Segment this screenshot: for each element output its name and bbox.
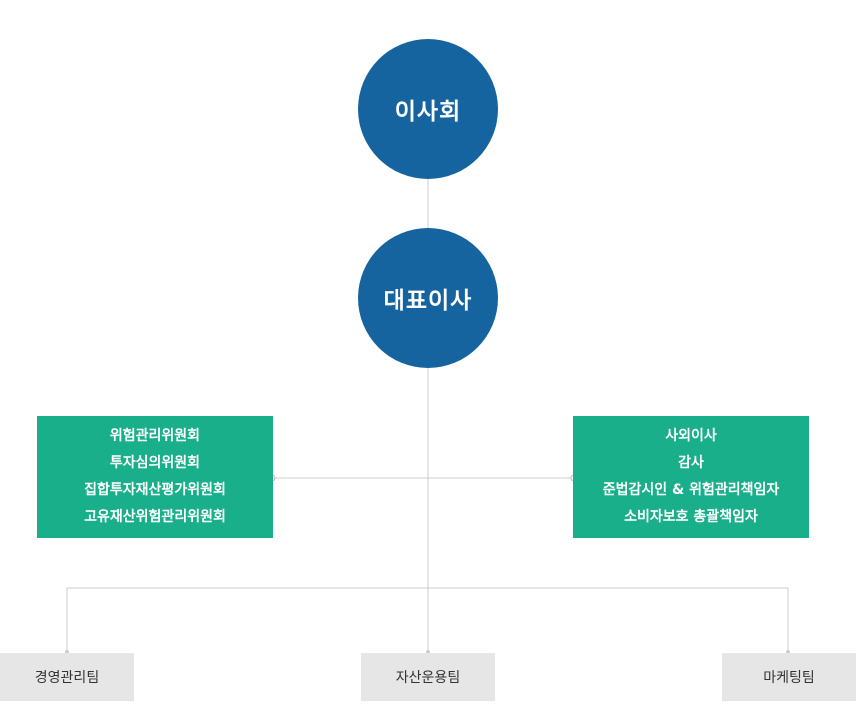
marketing-team-box: 마케팅팀 [722,653,856,701]
board-node: 이사회 [358,39,498,179]
ceo-node: 대표이사 [358,228,498,368]
marketing-team-label: 마케팅팀 [763,670,815,686]
oversight-item: 준법감시인 & 위험관리책임자 [602,482,780,498]
oversight-item: 감사 [678,455,704,471]
committee-item: 집합투자재산평가위원회 [84,482,226,498]
asset-team-box: 자산운용팀 [361,653,495,701]
oversight-item: 소비자보호 총괄책임자 [624,509,758,525]
oversight-item: 사외이사 [665,428,717,444]
committee-item: 투자심의위원회 [109,455,201,471]
management-team-box: 경영관리팀 [0,653,134,701]
oversight-box: 사외이사 감사 준법감시인 & 위험관리책임자 소비자보호 총괄책임자 [573,416,809,538]
committee-item: 고유재산위험관리위원회 [84,509,226,525]
ceo-label: 대표이사 [383,288,473,314]
board-label: 이사회 [394,99,462,125]
committee-item: 위험관리위원회 [109,428,201,444]
management-team-label: 경영관리팀 [34,670,100,686]
committees-box: 위험관리위원회 투자심의위원회 집합투자재산평가위원회 고유재산위험관리위원회 [37,416,273,538]
asset-team-label: 자산운용팀 [395,670,461,686]
